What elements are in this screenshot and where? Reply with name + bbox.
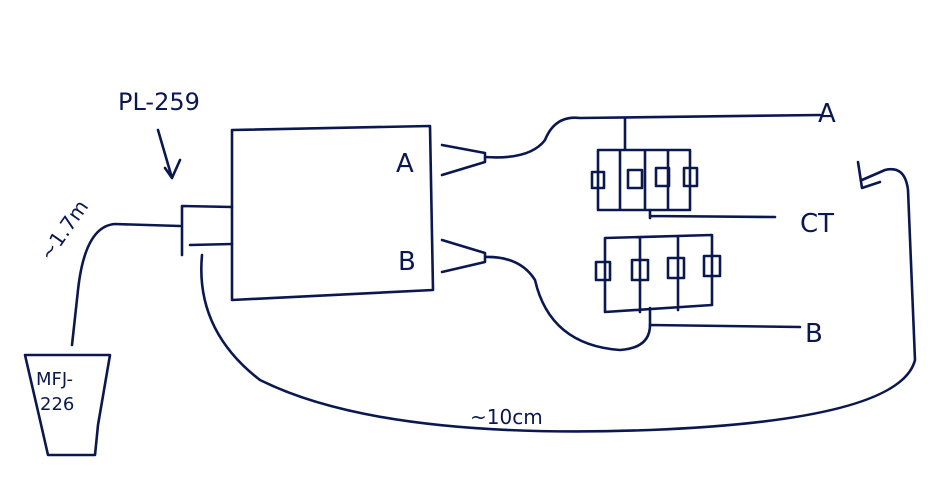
port-a-terminal bbox=[440, 113, 822, 177]
mfj-226-analyzer bbox=[23, 353, 112, 457]
analyzer-label-line1: MFJ- bbox=[36, 369, 73, 390]
port-a-label: A bbox=[396, 149, 414, 179]
output-a-label: A bbox=[818, 99, 836, 129]
port-b-label: B bbox=[398, 247, 416, 277]
pl259-connector bbox=[180, 204, 234, 257]
output-ct-label: CT bbox=[800, 209, 834, 239]
coax-cable bbox=[70, 222, 182, 347]
connector-label: PL-259 bbox=[118, 88, 200, 116]
output-b-label: B bbox=[805, 319, 823, 349]
port-b-terminal bbox=[440, 238, 802, 352]
top-resistor-bank bbox=[590, 116, 777, 220]
arrow-icon bbox=[156, 128, 182, 180]
test-loop-wire bbox=[200, 160, 917, 433]
loop-length-label: ~10cm bbox=[470, 405, 543, 429]
bottom-resistor-bank bbox=[594, 233, 722, 327]
analyzer-label-line2: 226 bbox=[40, 394, 74, 415]
